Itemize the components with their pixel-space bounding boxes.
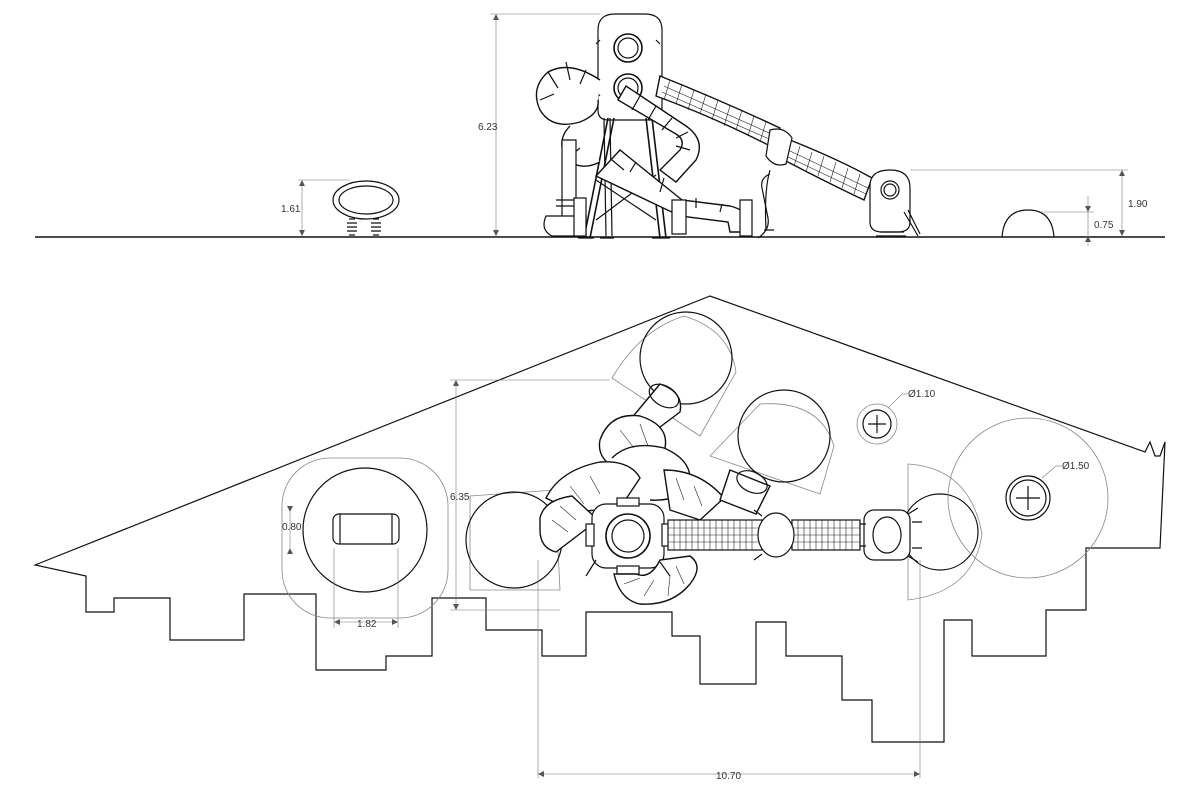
dim-spring-rider-height: 1.61 bbox=[281, 204, 301, 215]
dome-elevation bbox=[1001, 209, 1055, 238]
tower-elevation bbox=[578, 13, 670, 239]
spring-rider-plan bbox=[281, 457, 449, 619]
dim-capsule-height: 1.90 bbox=[1128, 199, 1148, 210]
dim-total-length: 10.70 bbox=[716, 771, 741, 782]
large-marker-plan bbox=[947, 417, 1109, 579]
spiral-tube-elevation bbox=[535, 61, 601, 237]
slide-tube-elevation bbox=[594, 85, 771, 239]
end-capsule-elevation bbox=[869, 169, 921, 237]
crawl-tunnel-elevation bbox=[655, 75, 873, 231]
dim-dome-height: 0.75 bbox=[1094, 220, 1114, 231]
dim-large-circle: Ø1.50 bbox=[1062, 461, 1090, 472]
dim-pod-width: 0.80 bbox=[282, 522, 302, 533]
end-capsule-plan bbox=[860, 507, 922, 563]
safety-zones bbox=[465, 311, 983, 601]
tower-plan bbox=[539, 383, 771, 605]
dim-tower-height: 6.23 bbox=[478, 122, 498, 133]
spring-rider-elevation bbox=[332, 180, 400, 236]
crawl-tunnel-plan bbox=[667, 509, 861, 561]
site-boundary bbox=[32, 295, 1166, 743]
plan-view: 6.35 0.80 1.82 Ø1.10 Ø1.50 10.70 bbox=[32, 295, 1166, 782]
small-marker-plan bbox=[856, 403, 898, 445]
dim-plan-depth: 6.35 bbox=[450, 492, 470, 503]
elevation-view: 6.23 1.61 1.90 0.75 bbox=[35, 13, 1165, 246]
dim-pod-length: 1.82 bbox=[357, 619, 377, 630]
dim-small-circle: Ø1.10 bbox=[908, 389, 936, 400]
